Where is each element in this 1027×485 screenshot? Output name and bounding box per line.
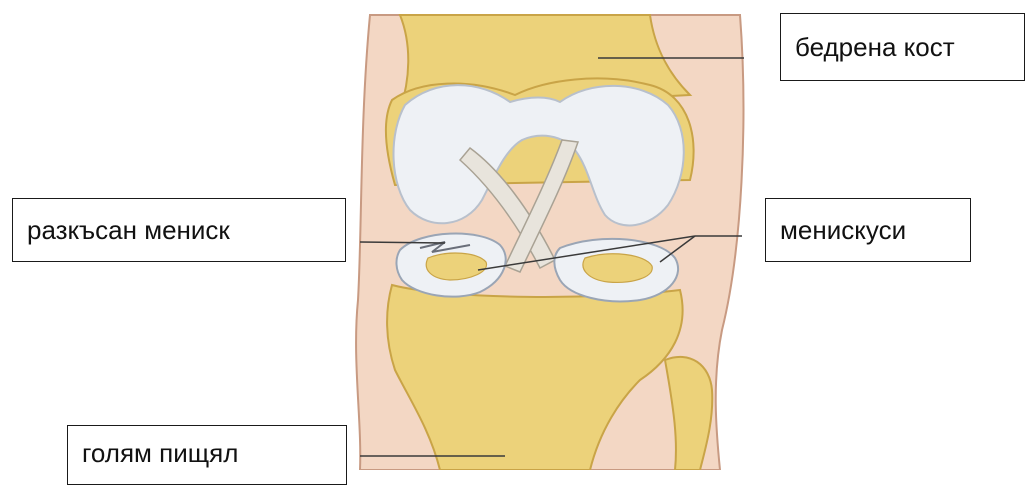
label-tibia-text: голям пищял (82, 438, 238, 469)
label-tibia: голям пищял (67, 425, 347, 485)
label-femur: бедрена кост (780, 13, 1025, 81)
label-menisci: менискуси (765, 198, 971, 262)
label-torn-meniscus: разкъсан мениск (12, 198, 346, 262)
meniscus-inner-medial (583, 254, 652, 283)
label-menisci-text: менискуси (780, 215, 906, 246)
leader-line-torn-meniscus (360, 242, 445, 243)
label-torn-meniscus-text: разкъсан мениск (27, 215, 230, 246)
label-femur-text: бедрена кост (795, 32, 955, 63)
